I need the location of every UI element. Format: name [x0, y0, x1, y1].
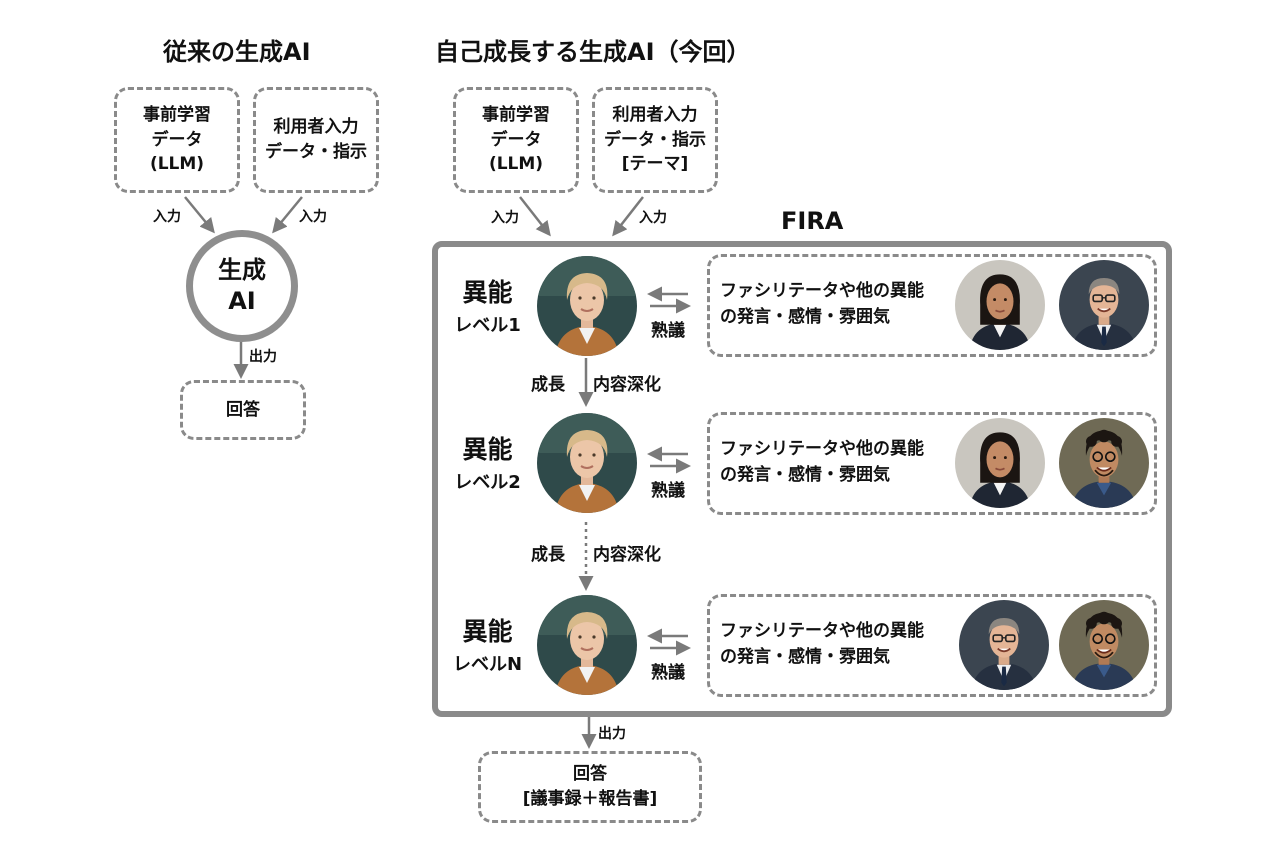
level-1-label: 異能 レベル1	[440, 273, 535, 337]
box-line: [テーマ]	[621, 154, 689, 175]
conventional-output-label: 出力	[249, 349, 277, 365]
fira-container	[432, 241, 1172, 717]
woman-avatar	[955, 260, 1045, 350]
discussion-label-2: 熟議	[651, 481, 685, 501]
peer-text-line: の発言・感情・雰囲気	[720, 306, 890, 327]
level-2-label: 異能 レベル2	[440, 430, 535, 494]
box-line: データ・指示	[265, 142, 367, 162]
box-line: 利用者入力	[612, 105, 698, 126]
conventional-user-input-box: 利用者入力 データ・指示	[253, 87, 379, 193]
proposed-input-label-right: 入力	[639, 210, 667, 226]
box-line: (LLM)	[149, 154, 205, 175]
growth-label-2: 成長	[531, 545, 565, 565]
answer-text: 回答	[226, 399, 260, 420]
deepen-label-1: 内容深化	[593, 375, 661, 395]
peer-text-line: ファシリテータや他の異能	[720, 439, 924, 459]
proposed-pretrain-box: 事前学習 データ (LLM)	[453, 87, 579, 193]
box-line: データ	[490, 129, 542, 150]
ai-label-line1: 生成	[218, 255, 266, 284]
peer-text-line: の発言・感情・雰囲気	[720, 464, 890, 485]
answer-subtitle: [議事録＋報告書]	[522, 789, 658, 809]
arrow-user-to-fira	[612, 196, 644, 237]
conventional-input-label-right: 入力	[299, 209, 327, 225]
box-line: 事前学習	[143, 105, 211, 126]
proposed-answer-box: 回答 [議事録＋報告書]	[478, 751, 702, 823]
peer-text-2: ファシリテータや他の異能 の発言・感情・雰囲気	[720, 437, 924, 488]
conventional-input-label-left: 入力	[153, 209, 181, 225]
proposed-user-input-box: 利用者入力 データ・指示 [テーマ]	[592, 87, 718, 193]
peer-box-2	[707, 412, 1157, 515]
senior-woman-avatar	[537, 413, 637, 513]
box-line: データ	[151, 129, 203, 150]
man-glasses-avatar	[959, 600, 1049, 690]
man-curly-hair-avatar	[1059, 418, 1149, 508]
level-number: レベルN	[452, 654, 523, 675]
level-name: 異能	[462, 435, 513, 464]
peer-text-3: ファシリテータや他の異能 の発言・感情・雰囲気	[720, 619, 924, 670]
peer-text-line: の発言・感情・雰囲気	[720, 646, 890, 667]
arrow-pretrain-to-ai	[184, 196, 215, 234]
box-line: データ・指示	[604, 129, 706, 150]
discussion-label-1: 熟議	[651, 321, 685, 341]
discussion-label-3: 熟議	[651, 663, 685, 683]
box-line: (LLM)	[488, 154, 544, 175]
level-number: レベル2	[454, 472, 521, 493]
conventional-pretrain-box: 事前学習 データ (LLM)	[114, 87, 240, 193]
level-name: 異能	[462, 278, 513, 307]
proposed-title: 自己成長する生成AI（今回）	[435, 38, 751, 66]
peer-text-line: ファシリテータや他の異能	[720, 621, 924, 641]
level-name: 異能	[462, 617, 513, 646]
deepen-label-2: 内容深化	[593, 545, 661, 565]
level-n-label: 異能 レベルN	[440, 612, 535, 676]
arrow-pretrain-to-fira	[519, 196, 551, 237]
generative-ai-circle: 生成 AI	[186, 230, 298, 342]
peer-text-line: ファシリテータや他の異能	[720, 281, 924, 301]
answer-title: 回答	[572, 764, 607, 785]
fira-label: FIRA	[781, 207, 844, 235]
peer-box-3	[707, 594, 1157, 697]
conventional-title: 従来の生成AI	[163, 38, 311, 66]
man-glasses-avatar	[1059, 260, 1149, 350]
ai-label-line2: AI	[228, 287, 256, 315]
senior-woman-avatar	[537, 256, 637, 356]
peer-box-1	[707, 254, 1157, 357]
woman-avatar	[955, 418, 1045, 508]
conventional-answer-box: 回答	[180, 380, 306, 440]
proposed-input-label-left: 入力	[491, 210, 519, 226]
growth-label-1: 成長	[531, 375, 565, 395]
box-line: 利用者入力	[273, 117, 359, 138]
man-curly-hair-avatar	[1059, 600, 1149, 690]
proposed-output-label: 出力	[598, 726, 626, 742]
senior-woman-avatar	[537, 595, 637, 695]
box-line: 事前学習	[482, 105, 550, 126]
level-number: レベル1	[454, 315, 521, 336]
peer-text-1: ファシリテータや他の異能 の発言・感情・雰囲気	[720, 279, 924, 330]
arrow-user-to-ai	[272, 196, 303, 234]
